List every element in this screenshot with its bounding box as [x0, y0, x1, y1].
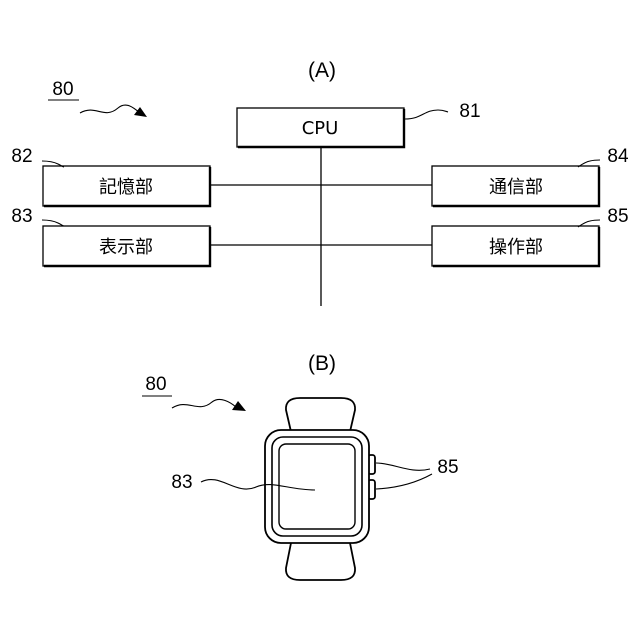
ref-85-b-leader-2	[376, 474, 432, 489]
ref-82: 82	[11, 146, 32, 167]
bus-lines	[211, 146, 432, 306]
panel-b: (B) 80 83 85	[142, 352, 459, 580]
block-display: 表示部 83	[11, 206, 210, 266]
block-storage-label: 記憶部	[99, 177, 153, 198]
device-ref-a-arrowhead	[134, 107, 147, 117]
block-comm: 通信部 84	[432, 146, 629, 206]
device-80-reference-b: 80	[142, 374, 246, 411]
ref-83-leader	[42, 220, 64, 226]
device-80-reference-a: 80	[48, 79, 147, 117]
block-cpu: CPU 81	[237, 101, 481, 147]
block-display-label: 表示部	[99, 237, 153, 258]
ref-85-b-leader-1	[376, 463, 430, 470]
device-ref-a: 80	[52, 79, 73, 100]
panel-a-label: (A)	[308, 59, 336, 82]
device-ref-b: 80	[145, 374, 166, 395]
ref-81-leader	[405, 110, 448, 119]
block-comm-label: 通信部	[489, 177, 543, 198]
device-ref-b-leader	[172, 399, 236, 408]
panel-a: (A) 80 CPU 81 記憶部 82	[11, 59, 629, 306]
ref-84: 84	[607, 146, 629, 167]
watch-display	[279, 444, 355, 529]
block-storage: 記憶部 82	[11, 146, 210, 206]
smartwatch: 83 85	[171, 398, 458, 580]
ref-83-b: 83	[171, 472, 192, 493]
ref-81: 81	[459, 101, 480, 122]
watch-band-bottom	[286, 538, 355, 580]
ref-83: 83	[11, 206, 32, 227]
ref-85: 85	[607, 206, 628, 227]
block-operation-label: 操作部	[489, 237, 543, 258]
device-ref-a-leader	[80, 105, 140, 113]
panel-b-label: (B)	[308, 352, 336, 375]
block-operation: 操作部 85	[432, 206, 629, 266]
ref-85-b: 85	[437, 457, 458, 478]
block-cpu-label: CPU	[302, 118, 339, 139]
